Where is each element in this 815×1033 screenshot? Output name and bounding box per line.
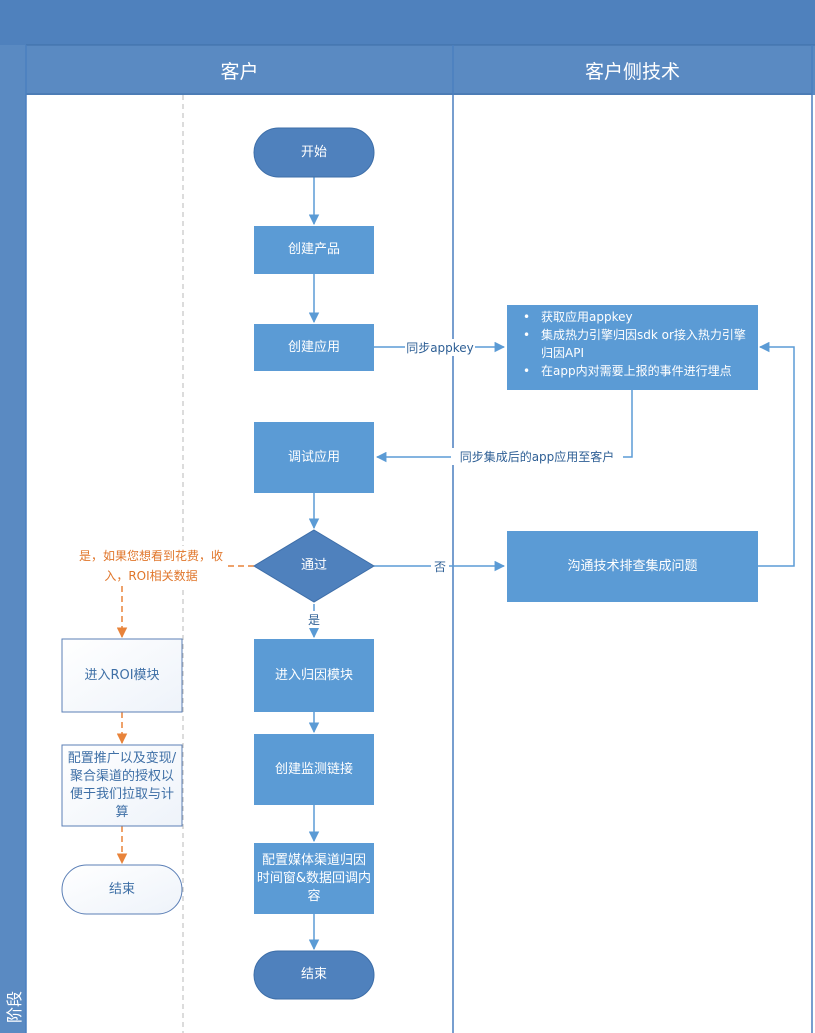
tech-tasks-list: 获取应用appkey 集成热力引擎归因sdk or接入热力引擎归因API 在ap… bbox=[507, 308, 757, 380]
media-config-node bbox=[254, 843, 374, 914]
debug-app-node bbox=[254, 422, 374, 493]
auth-config-node bbox=[61, 744, 183, 827]
troubleshoot-node bbox=[507, 531, 758, 602]
end-roi-node bbox=[61, 864, 183, 915]
tech-task-item: 在app内对需要上报的事件进行埋点 bbox=[523, 362, 757, 380]
nodes bbox=[61, 127, 758, 1000]
end-main-node bbox=[253, 950, 375, 1000]
roi-node bbox=[61, 638, 183, 713]
edge-sync-app-to-client bbox=[375, 390, 633, 463]
pass-decision bbox=[253, 529, 375, 603]
tech-task-item: 获取应用appkey bbox=[523, 308, 757, 326]
create-app-node bbox=[254, 324, 374, 371]
tech-task-item: 集成热力引擎归因sdk or接入热力引擎归因API bbox=[523, 326, 757, 362]
attribution-node bbox=[254, 639, 374, 712]
start-node bbox=[253, 127, 375, 178]
stage-band bbox=[0, 45, 26, 1033]
top-title-band bbox=[0, 0, 815, 45]
lane-header-band bbox=[26, 45, 815, 95]
roi-flow-edges bbox=[116, 565, 254, 865]
edge-troubleshoot-loop bbox=[758, 341, 795, 567]
create-product-node bbox=[254, 226, 374, 274]
monitor-link-node bbox=[254, 734, 374, 805]
